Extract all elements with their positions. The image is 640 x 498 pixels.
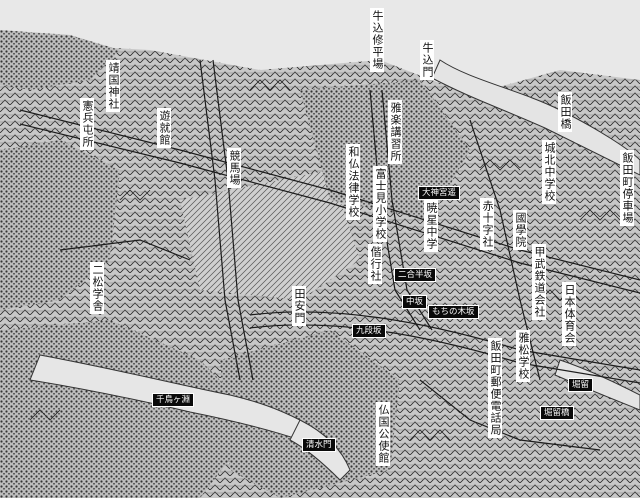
label-gagaku-kosho: 雅楽講習所: [388, 100, 402, 164]
label-nihon-taiikukai: 日本体育会: [562, 282, 576, 346]
label-kobu-tetsudo-kaisha: 甲武鉄道会社: [532, 244, 546, 320]
label-nishomatsu-gakusha: 二松学舎: [90, 262, 104, 314]
label-jouhoku-chugakko: 城北中学校: [542, 140, 556, 204]
label-iidamachi-yubin-denwakyoku: 飯田町郵便電話局: [488, 338, 502, 438]
label-ushigome-mon: 牛込門: [420, 40, 434, 80]
label-yasukuni-jinja: 靖国神社: [106, 60, 120, 112]
label-keibajo: 競馬場: [227, 148, 241, 188]
label-kudan-zaka: 九段坂: [352, 324, 386, 338]
label-daijingu-yohai: 大神宮遥: [418, 186, 461, 200]
label-gyosei-chugaku: 暁星中学: [424, 200, 438, 252]
label-shimizu-mon: 清水門: [302, 438, 336, 452]
label-horidome-bashi: 堀留橋: [540, 406, 574, 420]
label-yushukan: 遊就館: [157, 108, 171, 148]
label-iidamachi-shuheijo: 飯田町停車場: [620, 150, 634, 226]
label-mochinoki-zaka: もちの木坂: [428, 305, 479, 319]
label-fujimi-shogakko: 富士見小学校: [373, 166, 387, 242]
label-wafutsu-horitsu-gakko: 和仏法律学校: [346, 144, 360, 220]
label-futsukoku-koshikan: 仏国公使館: [376, 402, 390, 466]
hill-northwest: [0, 30, 120, 90]
label-chidorigafuchi: 千鳥ヶ淵: [152, 393, 195, 407]
shrine-grounds: [180, 170, 360, 300]
palace-woods-south: [220, 330, 400, 498]
engraving-marks: [29, 79, 621, 441]
label-ushigome-shuheijo: 牛込修平場: [370, 8, 384, 72]
label-kenpei-shireibu: 憲兵屯所: [80, 98, 94, 150]
label-kaikosha: 偕行社: [368, 244, 382, 284]
wooded-area-north: [300, 80, 470, 220]
label-sekijujisha: 赤十字社: [480, 198, 494, 250]
label-tayasu-mon: 田安門: [292, 286, 306, 326]
label-kokugakuin: 國學院: [513, 210, 527, 250]
label-naka-zaka: 中坂: [402, 295, 428, 309]
label-horidome: 堀留: [568, 378, 594, 392]
label-iidabashi: 飯田橋: [558, 92, 572, 132]
label-gashomatsu-gakko: 雅松学校: [516, 330, 530, 382]
label-nigohan-zaka: 二合半坂: [394, 268, 437, 282]
